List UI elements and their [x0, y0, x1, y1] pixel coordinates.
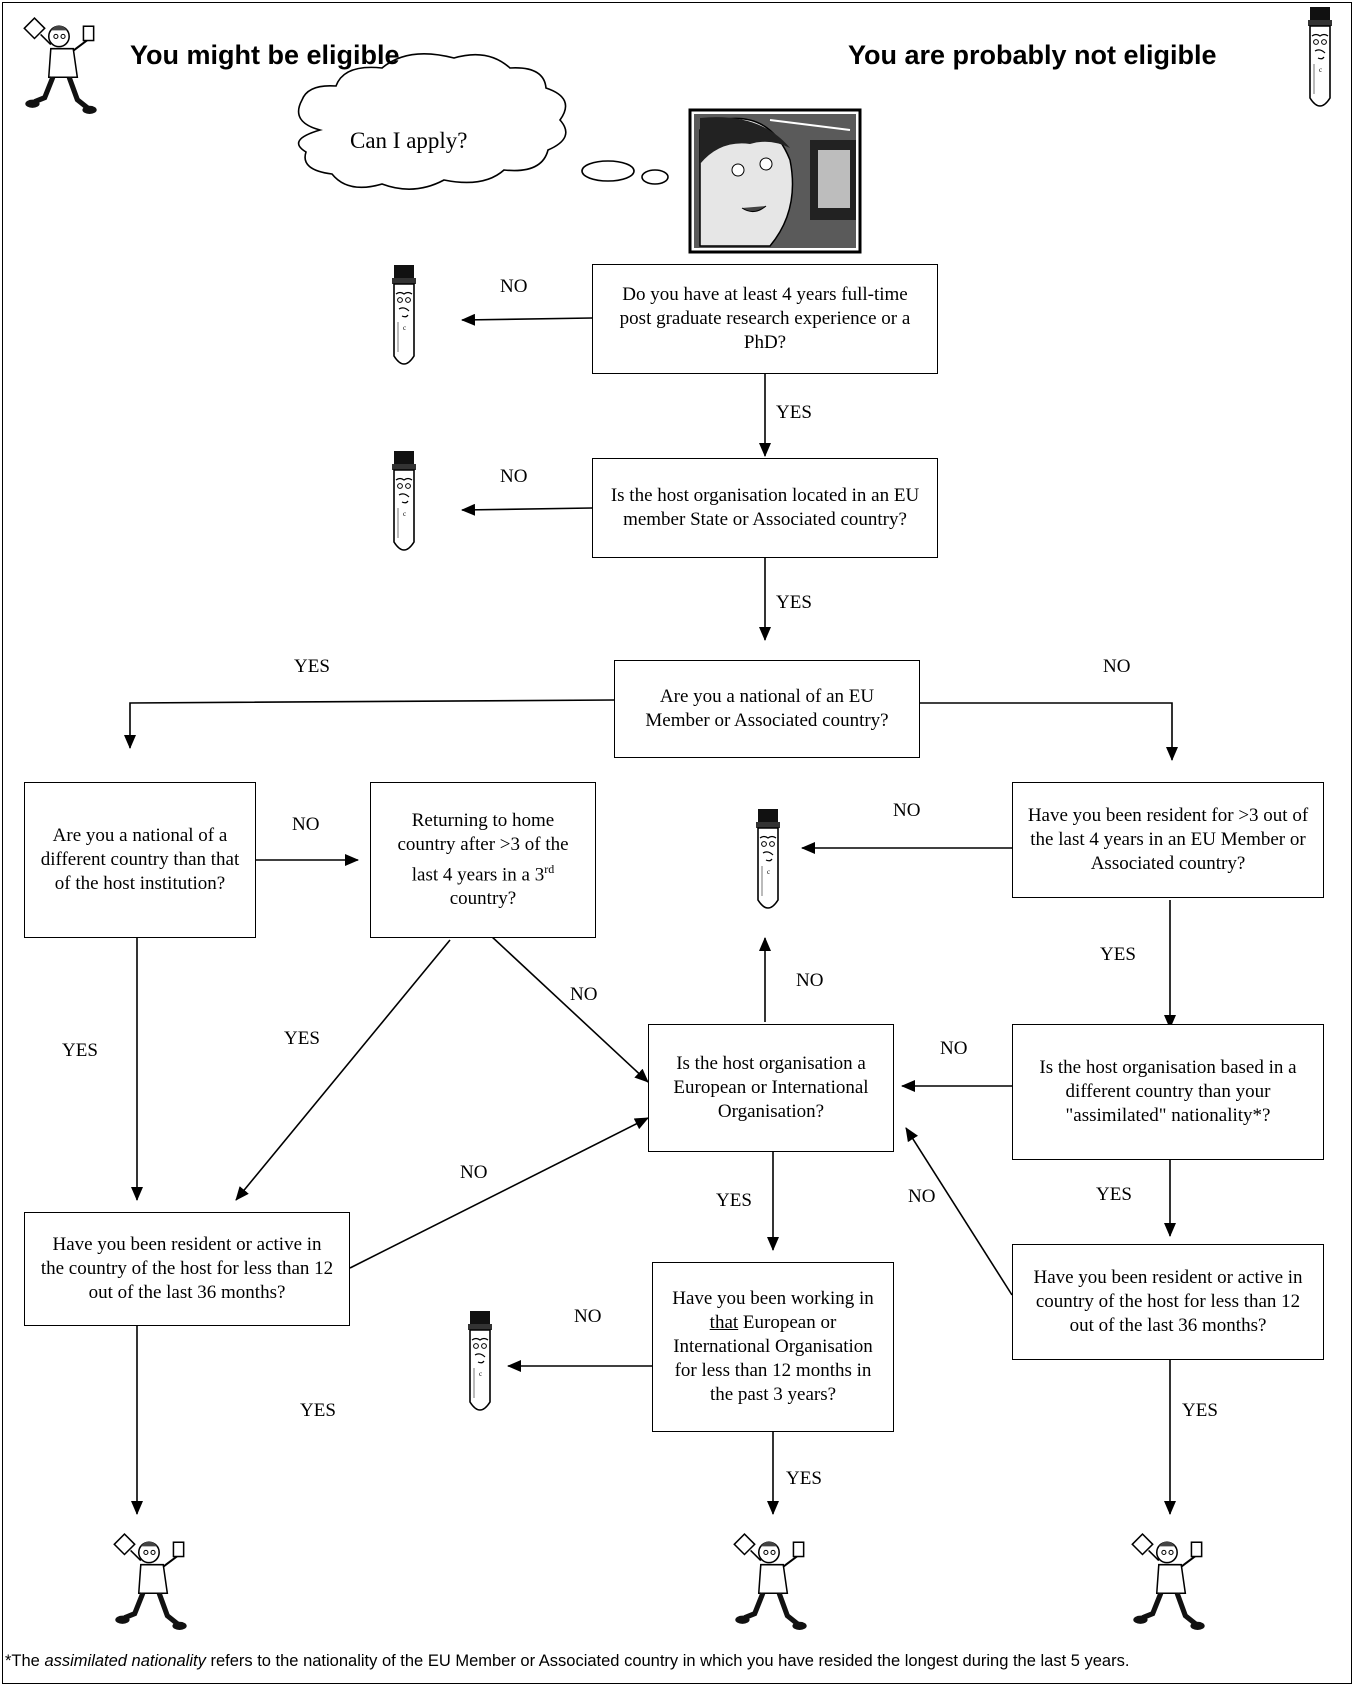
edge-label-yes: YES	[294, 656, 330, 677]
question-host-location: Is the host organisation located in an E…	[592, 458, 938, 558]
test-tube-face-icon	[1307, 6, 1333, 107]
edge-label-yes: YES	[1096, 1184, 1132, 1205]
question-different-country: Are you a national of a different countr…	[24, 782, 256, 938]
test-tube-face-icon	[467, 1310, 493, 1411]
edge-label-no: NO	[292, 814, 320, 835]
edge-label-no: NO	[796, 970, 824, 991]
edge-label-no: NO	[500, 276, 528, 297]
question-resident-3-of-4: Have you been resident for >3 out of the…	[1012, 782, 1324, 898]
thought-bubble-text: Can I apply?	[350, 128, 468, 153]
test-tube-face-icon	[391, 264, 417, 365]
question-national: Are you a national of an EU Member or As…	[614, 660, 920, 758]
edge-label-yes: YES	[716, 1190, 752, 1211]
edge-label-no: NO	[574, 1306, 602, 1327]
edge-label-no: NO	[1103, 656, 1131, 677]
eligible-header: You might be eligible	[130, 40, 400, 70]
question-returning-home: Returning to home country after >3 of th…	[370, 782, 596, 938]
thought-bubble	[297, 52, 669, 190]
edge-label-yes: YES	[1100, 944, 1136, 965]
woman-at-computer-icon	[688, 108, 862, 254]
edge-label-no: NO	[893, 800, 921, 821]
edge-label-yes: YES	[62, 1040, 98, 1061]
test-tube-face-icon	[755, 808, 781, 909]
edge-label-no: NO	[940, 1038, 968, 1059]
running-scientist-icon	[734, 1534, 806, 1630]
running-scientist-icon	[24, 18, 96, 114]
not-eligible-header: You are probably not eligible	[848, 40, 1217, 70]
edge-label-yes: YES	[776, 592, 812, 613]
edge-label-yes: YES	[786, 1468, 822, 1489]
edge-label-no: NO	[500, 466, 528, 487]
edge-label-yes: YES	[1182, 1400, 1218, 1421]
edge-label-yes: YES	[776, 402, 812, 423]
test-tube-face-icon	[391, 450, 417, 551]
question-resident-right: Have you been resident or active in coun…	[1012, 1244, 1324, 1360]
question-working-intl-org: Have you been working in that European o…	[652, 1262, 894, 1432]
edge-label-yes: YES	[300, 1400, 336, 1421]
edge-label-no: NO	[908, 1186, 936, 1207]
question-assimilated-nationality: Is the host organisation based in a diff…	[1012, 1024, 1324, 1160]
question-resident-left: Have you been resident or active in the …	[24, 1212, 350, 1326]
running-scientist-icon	[1132, 1534, 1204, 1630]
question-experience: Do you have at least 4 years full-time p…	[592, 264, 938, 374]
edge-label-no: NO	[460, 1162, 488, 1183]
footnote: *The assimilated nationality refers to t…	[5, 1652, 1130, 1670]
edge-label-no: NO	[570, 984, 598, 1005]
question-intl-organisation: Is the host organisation a European or I…	[648, 1024, 894, 1152]
running-scientist-icon	[114, 1534, 186, 1630]
edge-label-yes: YES	[284, 1028, 320, 1049]
